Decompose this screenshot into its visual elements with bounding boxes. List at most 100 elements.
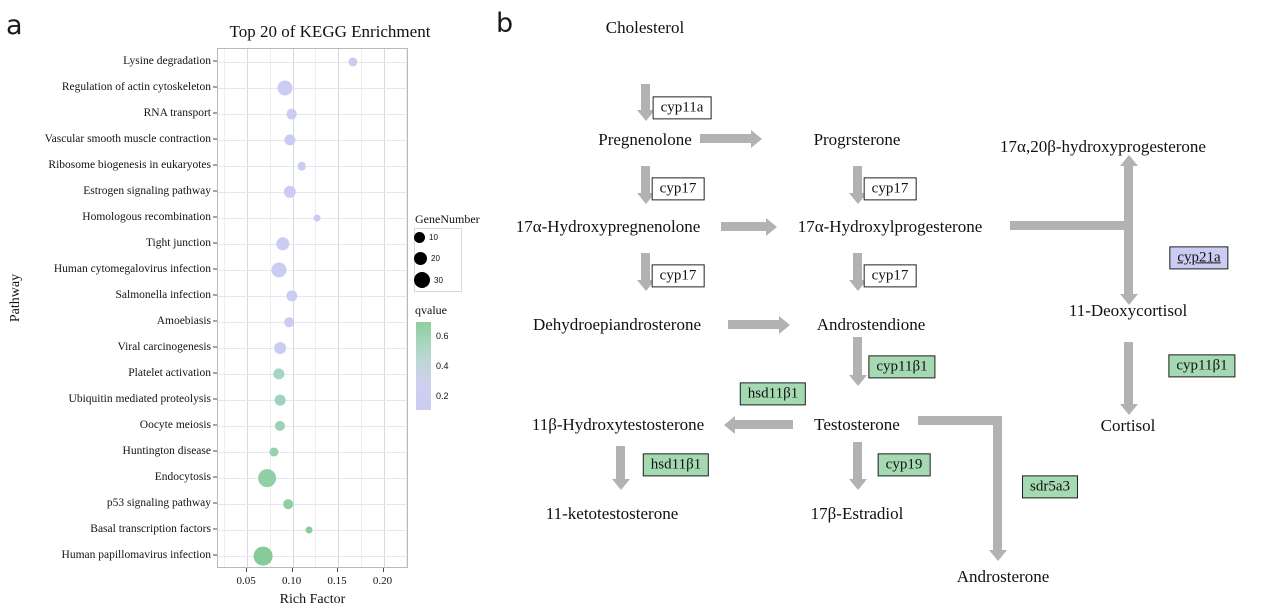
y-axis-tick-mark — [213, 450, 217, 452]
y-axis-tick-mark — [213, 476, 217, 478]
grid-line — [218, 244, 407, 245]
grid-line — [218, 504, 407, 505]
arrow-head-down-icon — [1119, 404, 1138, 415]
arrow-head-right-icon — [751, 129, 762, 148]
enzyme-box-cyp17-a[interactable]: cyp17 — [651, 177, 705, 201]
y-axis-tick-label: p53 signaling pathway — [106, 497, 211, 509]
x-axis-tick-label: 0.20 — [372, 575, 393, 587]
grid-line — [338, 49, 340, 567]
y-axis-tick-mark — [213, 398, 217, 400]
enzyme-box-cyp17-d[interactable]: cyp17 — [863, 264, 917, 288]
grid-line — [218, 296, 407, 297]
enzyme-box-cyp11a[interactable]: cyp11a — [652, 96, 712, 120]
data-point — [305, 526, 313, 534]
enzyme-box-hsd11b1-bottom[interactable]: hsd11β1 — [642, 453, 710, 477]
node-progesterone: Progrsterone — [813, 130, 901, 149]
y-axis-tick-mark — [213, 138, 217, 140]
node-androsterone: Androsterone — [956, 567, 1050, 586]
y-axis-tick-mark — [213, 424, 217, 426]
grid-line — [218, 478, 407, 479]
arrow-shaft — [641, 253, 650, 281]
panel-b-letter: b — [496, 8, 514, 39]
grid-line — [218, 218, 407, 219]
legend-size-item: 20 — [414, 252, 440, 265]
grid-line — [218, 426, 407, 427]
y-axis-tick-label: Salmonella infection — [115, 289, 212, 301]
y-axis-tick-mark — [213, 320, 217, 322]
y-axis-tick-label: Vascular smooth muscle contraction — [44, 133, 211, 145]
node-cholesterol: Cholesterol — [605, 18, 685, 37]
y-axis-tick-label: Endocytosis — [154, 471, 211, 483]
y-axis-tick-mark — [213, 60, 217, 62]
y-axis-tick-mark — [213, 216, 217, 218]
grid-line — [218, 530, 407, 531]
arrow-head-right-icon — [766, 217, 777, 236]
enzyme-box-cyp21a[interactable]: cyp21a — [1169, 246, 1229, 270]
y-axis-tick-label: Homologous recombination — [82, 211, 211, 223]
arrow-shaft — [853, 253, 862, 281]
y-axis-tick-label: Basal transcription factors — [90, 523, 211, 535]
node-17a-hydroxypregnenolone: 17α-Hydroxypregnenolone — [515, 217, 701, 236]
arrow-head-right-icon — [779, 315, 790, 334]
qvalue-tick-label: 0.4 — [436, 361, 449, 371]
chart-title: Top 20 of KEGG Enrichment — [229, 22, 431, 41]
y-axis-tick-label: Ubiquitin mediated proteolysis — [68, 393, 211, 405]
arrow-shaft — [1010, 221, 1133, 230]
legend-size-label: 20 — [431, 254, 440, 263]
enzyme-box-cyp19[interactable]: cyp19 — [877, 453, 931, 477]
data-point — [348, 57, 358, 67]
arrow-shaft — [728, 320, 780, 329]
y-axis-tick-label: Tight junction — [145, 237, 211, 249]
enzyme-box-hsd11b1-top[interactable]: hsd11β1 — [739, 382, 807, 406]
data-point — [273, 342, 286, 354]
x-axis-tick-mark — [291, 568, 293, 572]
arrow-shaft — [641, 84, 650, 111]
grid-line — [383, 49, 385, 567]
legend-size-label: 30 — [434, 275, 443, 285]
y-axis-tick-mark — [213, 372, 217, 374]
x-axis-tick-label: 0.10 — [281, 575, 302, 587]
node-17a-20b-hydroxyprogesterone: 17α,20β-hydroxyprogesterone — [1000, 137, 1206, 156]
arrow-shaft — [853, 442, 862, 480]
node-11-deoxycortisol: 11-Deoxycortisol — [1068, 301, 1188, 320]
data-point — [286, 290, 298, 302]
y-axis-tick-label: Estrogen signaling pathway — [83, 185, 211, 197]
legend-dot-icon — [414, 272, 430, 288]
grid-line — [218, 348, 407, 349]
x-axis-tick-mark — [337, 568, 339, 572]
qvalue-colorbar — [416, 322, 431, 410]
enzyme-box-cyp11b1-left[interactable]: cyp11β1 — [868, 355, 936, 379]
x-axis-tick-mark — [382, 568, 384, 572]
arrow-shaft — [641, 166, 650, 194]
grid-line — [218, 322, 407, 323]
y-axis-tick-mark — [213, 294, 217, 296]
data-point — [297, 161, 306, 171]
data-point — [283, 499, 293, 509]
data-point — [283, 185, 297, 199]
node-pregnenolone: Pregnenolone — [598, 130, 692, 149]
enzyme-box-cyp11b1-right[interactable]: cyp11β1 — [1168, 354, 1236, 378]
x-axis-title: Rich Factor — [279, 592, 346, 607]
grid-line — [218, 374, 407, 375]
enzyme-box-cyp17-c[interactable]: cyp17 — [651, 264, 705, 288]
grid-line — [247, 49, 249, 567]
grid-line — [218, 452, 407, 453]
enzyme-box-sdr5a3[interactable]: sdr5a3 — [1022, 475, 1078, 499]
node-dehydroepiandrosterone: Dehydroepiandrosterone — [532, 315, 702, 334]
arrow-shaft — [721, 222, 767, 231]
y-axis-tick-label: Ribosome biogenesis in eukaryotes — [48, 159, 211, 171]
arrow-head-down-icon — [848, 479, 867, 490]
data-point — [269, 447, 279, 457]
y-axis-tick-mark — [213, 190, 217, 192]
legend-size-label: 10 — [429, 233, 438, 242]
x-axis-tick-label: 0.05 — [236, 575, 256, 587]
y-axis-tick-mark — [213, 86, 217, 88]
grid-line — [406, 49, 408, 567]
y-axis-tick-label: Lysine degradation — [123, 55, 211, 67]
grid-line — [224, 49, 226, 567]
y-axis-tick-label: RNA transport — [143, 107, 211, 119]
enzyme-box-cyp17-b[interactable]: cyp17 — [863, 177, 917, 201]
y-axis-tick-label: Regulation of actin cytoskeleton — [61, 81, 211, 93]
y-axis-tick-label: Human cytomegalovirus infection — [53, 263, 211, 275]
arrow-head-up-icon — [1119, 155, 1138, 166]
